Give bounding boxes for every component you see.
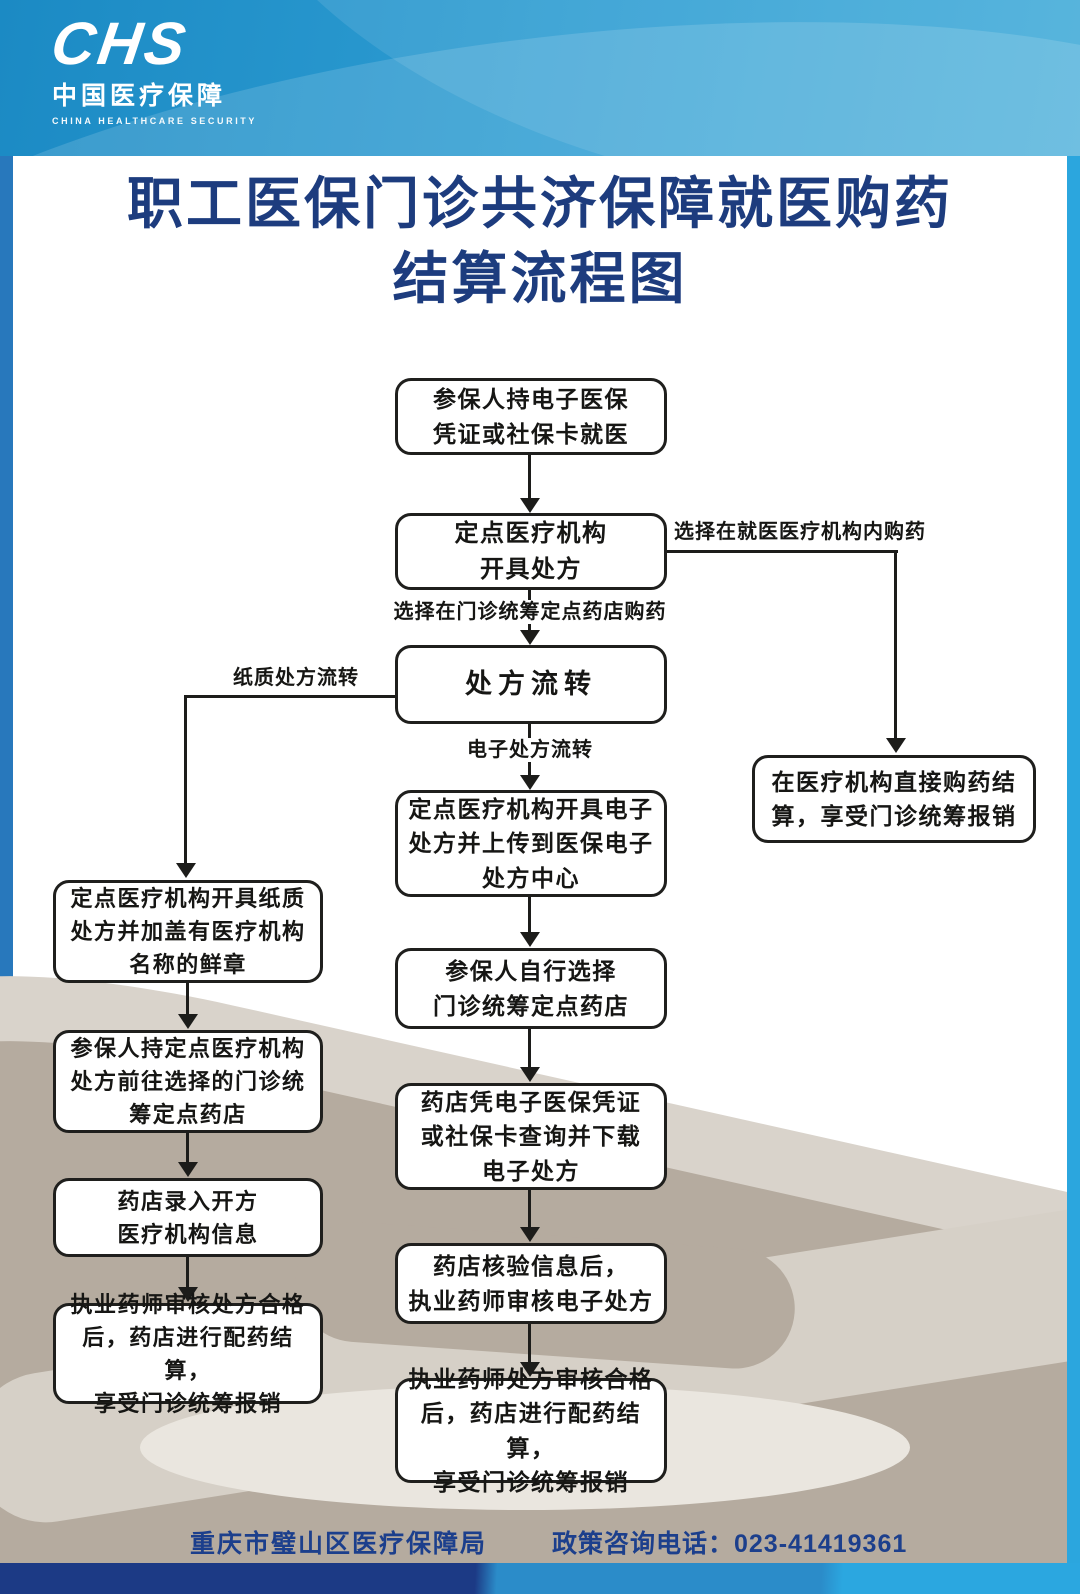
node-store-verify: 药店核验信息后， 执业药师审核电子处方 bbox=[395, 1243, 667, 1324]
label-buy-in-hospital: 选择在就医医疗机构内购药 bbox=[674, 521, 926, 543]
arrow-down-icon bbox=[886, 738, 906, 753]
connector-line bbox=[186, 1256, 189, 1289]
connector-line bbox=[666, 550, 898, 553]
arrow-down-icon bbox=[520, 1227, 540, 1242]
arrow-down-icon bbox=[520, 1362, 540, 1377]
footer-band bbox=[0, 1563, 1080, 1594]
footer-phone: 政策咨询电话：023-41419361 bbox=[552, 1530, 908, 1558]
connector-line bbox=[528, 454, 531, 500]
arrow-down-icon bbox=[520, 630, 540, 645]
node-transfer: 处方流转 bbox=[395, 645, 667, 724]
node-prescribe: 定点医疗机构 开具处方 bbox=[395, 513, 667, 590]
page-title: 职工医保门诊共济保障就医购药 结算流程图 bbox=[127, 172, 953, 311]
connector-line bbox=[184, 695, 187, 863]
arrow-down-icon bbox=[520, 932, 540, 947]
arrow-down-icon bbox=[178, 1014, 198, 1029]
connector-line bbox=[186, 982, 189, 1016]
arrow-down-icon bbox=[520, 1067, 540, 1082]
label-buy-at-store: 选择在门诊统筹定点药店购药 bbox=[330, 600, 730, 624]
connector-line bbox=[894, 550, 897, 738]
footer-agency: 重庆市璧山区医疗保障局 bbox=[190, 1530, 488, 1558]
connector-line bbox=[186, 695, 396, 698]
node-e-settle: 执业药师处方审核合格 后，药店进行配药结算， 享受门诊统筹报销 bbox=[395, 1366, 667, 1495]
node-choose-store: 参保人自行选择 门诊统筹定点药店 bbox=[395, 948, 667, 1029]
node-store-input: 药店录入开方 医疗机构信息 bbox=[53, 1178, 323, 1257]
logo-name-cn: 中国医疗保障 bbox=[52, 82, 227, 110]
connector-line bbox=[528, 1028, 531, 1069]
node-paper-settle: 执业药师审核处方合格 后，药店进行配药结算， 享受门诊统筹报销 bbox=[53, 1292, 323, 1416]
connector-line bbox=[528, 1189, 531, 1229]
arrow-down-icon bbox=[520, 498, 540, 513]
label-e-flow: 电子处方流转 bbox=[400, 738, 660, 762]
chs-logo: CHS 中国医疗保障 CHINA HEALTHCARE SECURITY bbox=[47, 10, 258, 126]
arrow-down-icon bbox=[520, 775, 540, 790]
logo-name-en: CHINA HEALTHCARE SECURITY bbox=[52, 116, 258, 126]
arrow-down-icon bbox=[178, 1162, 198, 1177]
node-visit: 参保人持电子医保 凭证或社保卡就医 bbox=[395, 378, 667, 455]
label-paper-flow: 纸质处方流转 bbox=[233, 667, 359, 689]
arrow-down-icon bbox=[176, 863, 196, 878]
right-edge-strip bbox=[1067, 156, 1080, 1594]
header-banner: CHS 中国医疗保障 CHINA HEALTHCARE SECURITY bbox=[0, 0, 1080, 156]
arrow-down-icon bbox=[178, 1287, 198, 1302]
node-paper-goto: 参保人持定点医疗机构 处方前往选择的门诊统 筹定点药店 bbox=[53, 1030, 323, 1133]
node-e-issue: 定点医疗机构开具电子 处方并上传到医保电子 处方中心 bbox=[395, 790, 667, 897]
node-direct-buy: 在医疗机构直接购药结 算，享受门诊统筹报销 bbox=[752, 755, 1036, 843]
connector-line bbox=[528, 1323, 531, 1364]
connector-line bbox=[186, 1132, 189, 1164]
node-paper-issue: 定点医疗机构开具纸质 处方并加盖有医疗机构 名称的鲜章 bbox=[53, 880, 323, 983]
connector-line bbox=[528, 896, 531, 934]
node-store-download: 药店凭电子医保凭证 或社保卡查询并下载 电子处方 bbox=[395, 1083, 667, 1190]
